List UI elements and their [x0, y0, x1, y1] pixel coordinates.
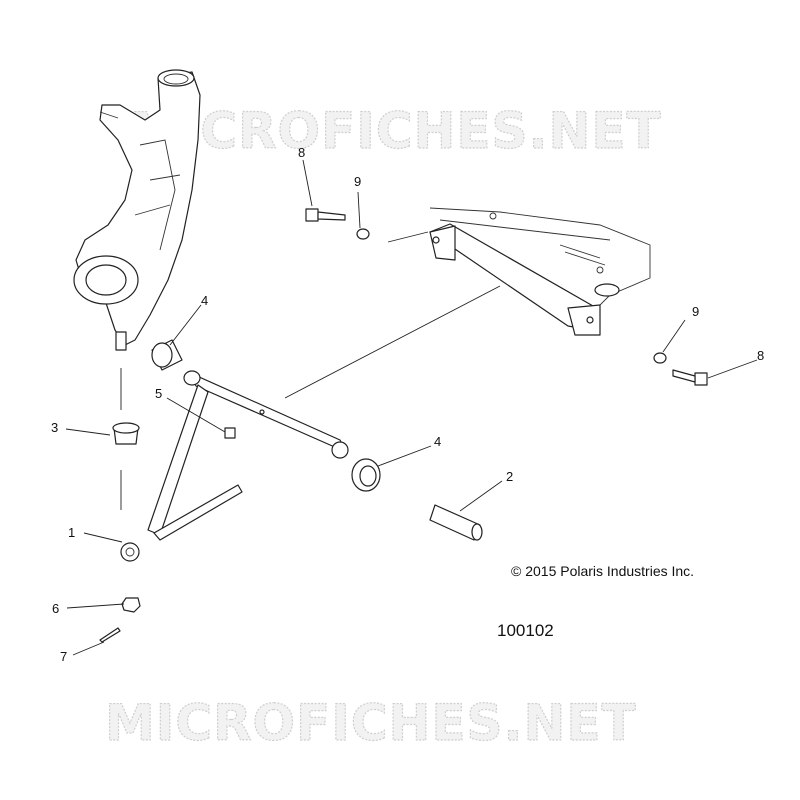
leader-7 [72, 641, 105, 656]
callout-9-lower: 9 [692, 304, 699, 319]
pivot-tube [429, 504, 483, 541]
frame-section [429, 207, 651, 336]
bushing-upper [151, 339, 183, 371]
copyright-notice: © 2015 Polaris Industries Inc. [511, 563, 695, 579]
leader-3 [65, 428, 111, 436]
a-arm [120, 370, 349, 562]
leader-8a [302, 159, 313, 207]
leader-1 [83, 532, 123, 543]
leader-5 [166, 397, 226, 433]
leader-4b [377, 445, 432, 467]
bolt-small [224, 427, 236, 439]
bolt-lower [672, 369, 708, 386]
bolt-upper [305, 208, 346, 222]
ball-joint-cap [112, 422, 140, 445]
callout-8-upper: 8 [298, 145, 305, 160]
callout-7: 7 [60, 649, 67, 664]
leader-6 [66, 603, 125, 609]
leader-9b [662, 319, 686, 353]
leader-2 [459, 480, 503, 512]
callout-5: 5 [155, 386, 162, 401]
steering-knuckle [73, 69, 201, 351]
watermark-top: MICROFICHES.NET [130, 102, 662, 160]
callout-4-lower: 4 [434, 434, 441, 449]
callout-2: 2 [506, 469, 513, 484]
bushing-lower [351, 458, 381, 492]
callout-1: 1 [68, 525, 75, 540]
callout-6: 6 [52, 601, 59, 616]
castle-nut [121, 597, 141, 613]
callout-9-upper: 9 [354, 174, 361, 189]
leader-frame [387, 231, 429, 243]
callout-4-upper: 4 [201, 293, 208, 308]
cotter-pin [99, 627, 121, 643]
leader-8b [707, 359, 758, 379]
leader-9a [357, 191, 361, 229]
diagram-number: 100102 [497, 621, 554, 640]
washer-upper [356, 228, 370, 240]
leader-4a [169, 304, 202, 346]
watermark-bottom: MICROFICHES.NET [105, 694, 637, 752]
washer-lower [653, 352, 667, 364]
callout-8-lower: 8 [757, 348, 764, 363]
callout-3: 3 [51, 420, 58, 435]
